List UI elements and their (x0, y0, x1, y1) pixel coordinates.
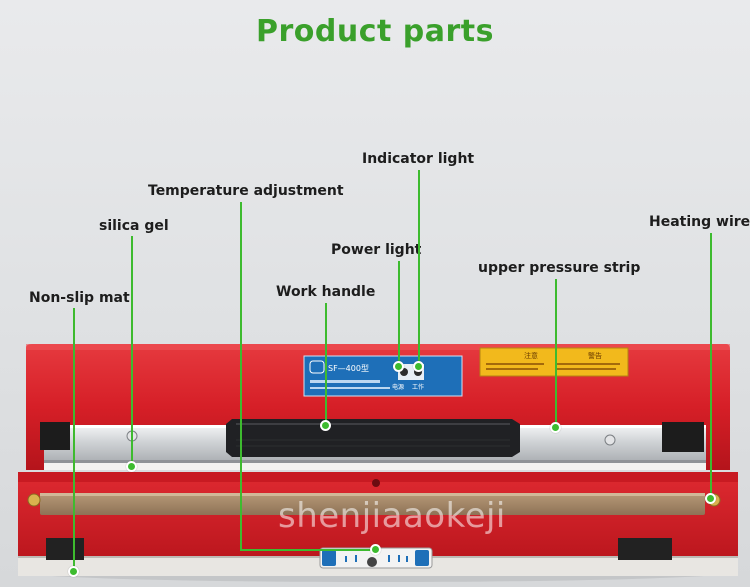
callout-line-power-light (398, 261, 400, 366)
label-non-slip-mat: Non-slip mat (29, 290, 130, 306)
silica-gel-strip (44, 463, 706, 470)
heating-tape (40, 493, 705, 515)
watermark: shenjiaaokeji (278, 496, 506, 536)
page-title: Product parts (255, 14, 494, 49)
callout-line-temperature-adjustment (240, 202, 242, 550)
label-work-handle: Work handle (276, 284, 376, 300)
callout-line-silica-gel (131, 236, 133, 466)
callout-line-upper-pressure-strip (555, 279, 557, 427)
warning-sticker (479, 347, 629, 377)
label-heating-wire: Heating wire (649, 214, 750, 230)
label-silica-gel: silica gel (99, 218, 169, 234)
callout-line-work-handle (325, 303, 327, 425)
non-slip-foot-right (618, 538, 672, 560)
label-upper-pressure-strip: upper pressure strip (478, 260, 641, 276)
callout-dot-power-light (393, 361, 404, 372)
work-handle (226, 419, 520, 457)
label-indicator-light: Indicator light (362, 151, 475, 167)
callout-dot-silica-gel (126, 461, 137, 472)
label-temperature-adjustment: Temperature adjustment (148, 183, 344, 199)
model-plate-text: SF—400型 (328, 364, 369, 373)
callout-dot-non-slip-mat (68, 566, 79, 577)
callout-line-heating-wire (710, 233, 712, 498)
warning-title-right: 警告 (588, 351, 602, 360)
label-power-light: Power light (331, 242, 422, 258)
work-label: 工作 (412, 383, 424, 391)
power-label: 电源 (392, 383, 404, 391)
model-plate (303, 355, 463, 397)
callout-line-indicator-light (418, 170, 420, 366)
callout-dot-heating-wire (705, 493, 716, 504)
callout-dot-temperature-adjustment (370, 544, 381, 555)
warning-title-left: 注意 (524, 351, 538, 360)
callout-line-non-slip-mat (73, 308, 75, 570)
callout-dot-upper-pressure-strip (550, 422, 561, 433)
callout-dot-work-handle (320, 420, 331, 431)
non-slip-foot-left (46, 538, 84, 560)
callout-line-temperature-adjustment-h (240, 549, 376, 551)
callout-dot-indicator-light (413, 361, 424, 372)
